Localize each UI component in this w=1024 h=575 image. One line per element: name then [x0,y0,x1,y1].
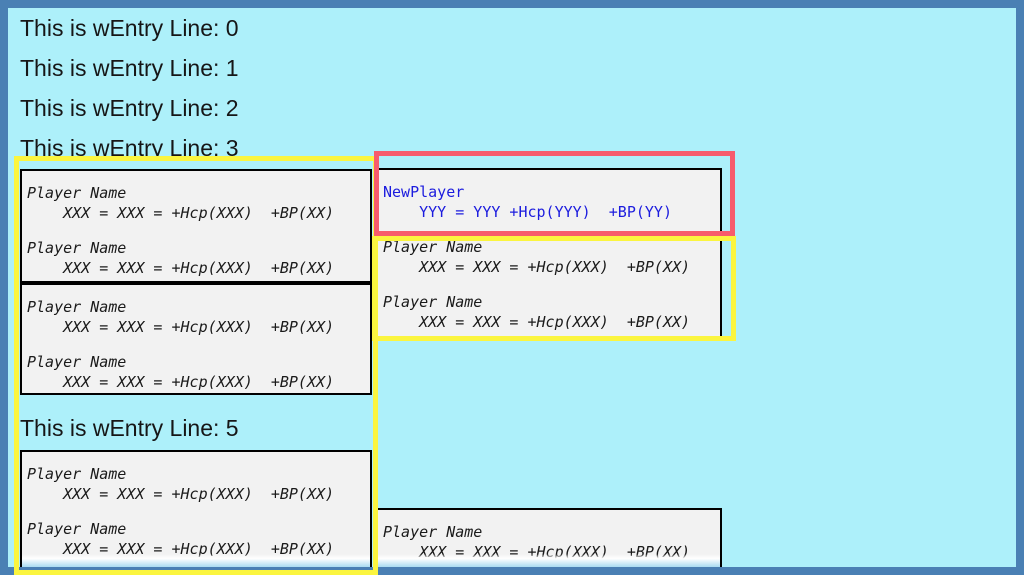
clip-fade [378,554,720,567]
player-name: Player Name [383,238,483,256]
new-player-detail: YYY = YYY +Hcp(YYY) +BP(YY) [383,203,672,221]
player-box-right-bottom: Player Name XXX = XXX = +Hcp(XXX) +BP(XX… [376,508,722,567]
wentry-line-5[interactable]: This is wEntry Line: 5 [20,415,239,441]
player-name: Player Name [27,239,127,257]
wentry-line-0[interactable]: This is wEntry Line: 0 [20,15,239,41]
player-detail: XXX = XXX = +Hcp(XXX) +BP(XX) [27,318,335,336]
player-detail: XXX = XXX = +Hcp(XXX) +BP(XX) [383,258,691,276]
player-entry[interactable]: Player Name XXX = XXX = +Hcp(XXX) +BP(XX… [383,237,715,277]
player-name: Player Name [383,293,483,311]
player-detail: XXX = XXX = +Hcp(XXX) +BP(XX) [27,485,335,503]
player-entry[interactable]: Player Name XXX = XXX = +Hcp(XXX) +BP(XX… [383,292,715,332]
clip-fade [22,554,370,567]
player-entry[interactable]: Player Name XXX = XXX = +Hcp(XXX) +BP(XX… [383,522,715,562]
player-detail: XXX = XXX = +Hcp(XXX) +BP(XX) [383,313,691,331]
new-player-entry[interactable]: NewPlayer YYY = YYY +Hcp(YYY) +BP(YY) [383,182,715,222]
player-entry[interactable]: Player Name XXX = XXX = +Hcp(XXX) +BP(XX… [27,352,365,392]
player-name: Player Name [27,353,127,371]
player-name: Player Name [383,523,483,541]
player-detail: XXX = XXX = +Hcp(XXX) +BP(XX) [27,204,335,222]
player-detail: XXX = XXX = +Hcp(XXX) +BP(XX) [27,373,335,391]
player-name: Player Name [27,520,127,538]
player-entry[interactable]: Player Name XXX = XXX = +Hcp(XXX) +BP(XX… [27,464,365,504]
player-box-right-top: NewPlayer YYY = YYY +Hcp(YYY) +BP(YY) Pl… [376,168,722,338]
player-name: Player Name [27,465,127,483]
player-name: Player Name [27,298,127,316]
player-detail: XXX = XXX = +Hcp(XXX) +BP(XX) [27,540,335,558]
player-entry[interactable]: Player Name XXX = XXX = +Hcp(XXX) +BP(XX… [27,238,365,278]
player-box-left-top-a: Player Name XXX = XXX = +Hcp(XXX) +BP(XX… [20,169,372,283]
player-name: Player Name [27,184,127,202]
player-entry[interactable]: Player Name XXX = XXX = +Hcp(XXX) +BP(XX… [27,297,365,337]
player-detail: XXX = XXX = +Hcp(XXX) +BP(XX) [27,259,335,277]
player-entry[interactable]: Player Name XXX = XXX = +Hcp(XXX) +BP(XX… [27,183,365,223]
new-player-name: NewPlayer [383,183,465,201]
player-box-left-bottom: Player Name XXX = XXX = +Hcp(XXX) +BP(XX… [20,450,372,567]
wentry-line-2[interactable]: This is wEntry Line: 2 [20,95,239,121]
wentry-line-1[interactable]: This is wEntry Line: 1 [20,55,239,81]
player-box-left-top-b: Player Name XXX = XXX = +Hcp(XXX) +BP(XX… [20,283,372,395]
player-entry[interactable]: Player Name XXX = XXX = +Hcp(XXX) +BP(XX… [27,519,365,559]
